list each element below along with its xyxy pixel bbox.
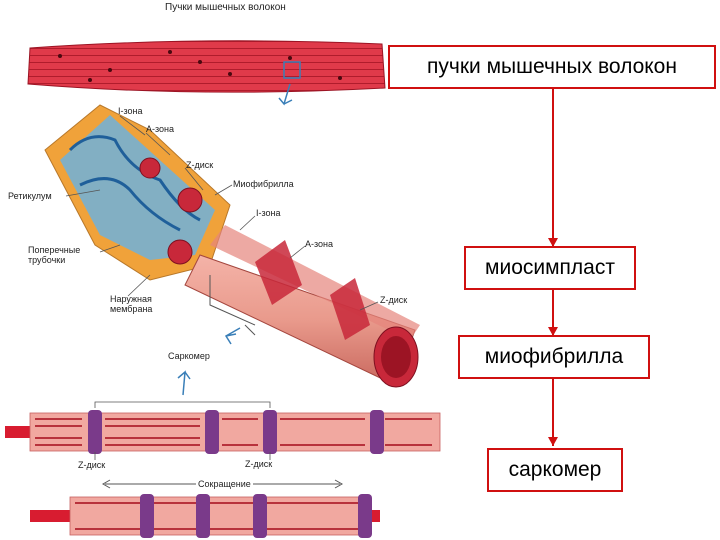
z-disc-label: Z-диск [380,295,408,305]
sarcomere-row-relaxed [5,401,441,460]
box-myofibril: миофибрилла [458,335,650,379]
arrow-line-3 [552,379,554,446]
arrow-down-icon [548,437,558,446]
z-disc-right-label: Z-диск [245,459,273,469]
outer-membrane-label: Наружная мембрана [110,294,153,314]
arrow-down-icon [548,238,558,247]
a-zone-label: A-зона [305,239,334,249]
z-disc-left-label: Z-диск [78,460,106,470]
myofibril-label: Миофибрилла [233,179,294,189]
box-sarcomere: саркомер [487,448,623,492]
a-zone-label: A-зона [146,124,175,134]
arrow-down-icon [548,327,558,336]
arrow-line-1 [552,89,554,247]
transverse-tubules-label: Поперечные трубочки [28,245,81,265]
box-muscle-fiber-bundles: пучки мышечных волокон [388,45,716,89]
i-zone-label: I-зона [256,208,281,218]
top-title-label: Пучки мышечных волокон [165,2,286,13]
reticulum-label: Ретикулум [8,191,52,201]
arrow-line-2 [552,290,554,336]
fiber-bundle [27,40,386,106]
contraction-label: Сокращение [196,479,253,489]
muscle-fiber-3d [44,104,420,388]
i-zone-label: I-зона [118,106,143,116]
z-disc-label: Z-диск [186,160,214,170]
box-myosymplast: миосимпласт [464,246,636,290]
sarcomere-row-contracted [30,479,380,538]
sarcomere-label: Саркомер [168,351,210,361]
leader-lines [65,115,379,311]
